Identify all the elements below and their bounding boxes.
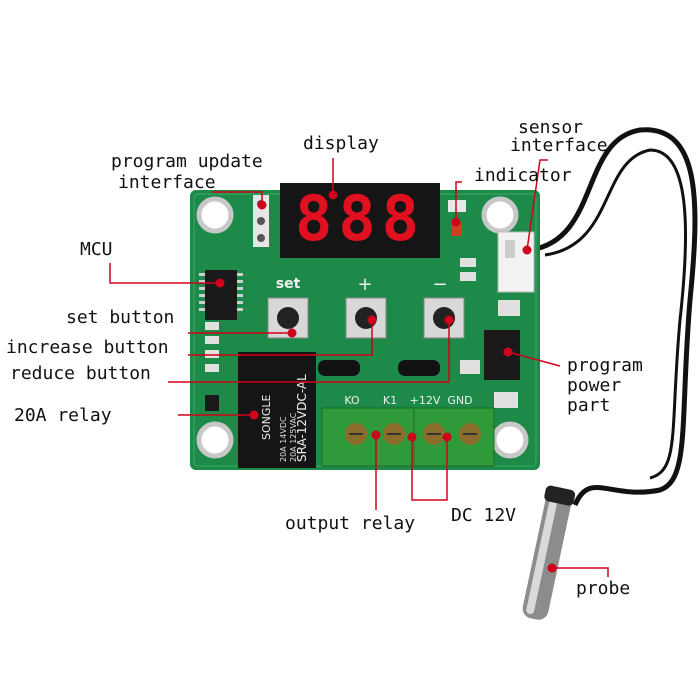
diode	[398, 360, 440, 376]
label-program-power-1: program	[567, 355, 643, 376]
probe-cable-inner	[544, 148, 688, 480]
label-program-update-1: program update	[111, 151, 263, 172]
smd-components	[205, 258, 520, 408]
label-probe: probe	[576, 578, 631, 599]
probe	[522, 485, 576, 620]
set-silk: set	[276, 276, 301, 292]
label-sensor-interface-2: interface	[510, 135, 608, 156]
transistor	[205, 395, 219, 411]
minus-silk: −	[432, 274, 447, 295]
mcu-chip	[199, 270, 243, 320]
indicator-led	[452, 222, 462, 236]
label-program-power-3: part	[567, 395, 611, 416]
terminal-label-k1: K1	[383, 394, 397, 407]
relay: SONGLE SRA-12VDC-AL 20A 14VDC 20A 125VAC	[238, 352, 316, 468]
terminal-label-ko: KO	[344, 394, 360, 407]
label-sensor-interface-1: sensor	[518, 117, 584, 138]
voltage-regulator	[484, 330, 520, 380]
relay-model: SRA-12VDC-AL	[295, 374, 309, 462]
label-indicator: indicator	[474, 165, 572, 186]
label-display: display	[303, 133, 379, 154]
plus-silk: +	[357, 274, 372, 295]
terminal-label-12v: +12V	[410, 394, 441, 407]
label-dc-12v: DC 12V	[451, 505, 517, 526]
mounting-hole	[491, 421, 529, 459]
label-program-update-2: interface	[118, 172, 216, 193]
display-digits: 888	[295, 182, 425, 255]
label-reduce-button: reduce button	[10, 363, 151, 384]
label-program-power-2: power	[567, 375, 622, 396]
relay-rating-1: 20A 14VDC	[279, 416, 288, 462]
probe-cable	[529, 127, 698, 507]
label-output-relay: output relay	[285, 513, 416, 534]
relay-rating-2: 20A 125VAC	[289, 412, 298, 462]
seven-segment-display: 888	[280, 182, 440, 258]
reduce-button[interactable]	[423, 297, 465, 339]
mounting-hole	[481, 196, 519, 234]
label-20a-relay: 20A relay	[14, 405, 112, 426]
label-increase-button: increase button	[6, 337, 169, 358]
leader-dots	[215, 190, 557, 573]
relay-brand: SONGLE	[260, 394, 273, 440]
mounting-hole	[196, 196, 234, 234]
mounting-hole	[196, 421, 234, 459]
label-set-button: set button	[66, 307, 175, 328]
diode	[318, 360, 360, 376]
terminal-block-power	[413, 407, 495, 467]
leader-lines	[109, 158, 609, 577]
increase-button[interactable]	[345, 297, 387, 339]
label-mcu: MCU	[80, 239, 113, 260]
terminal-label-gnd: GND	[447, 394, 472, 407]
terminal-block-output	[321, 407, 415, 467]
